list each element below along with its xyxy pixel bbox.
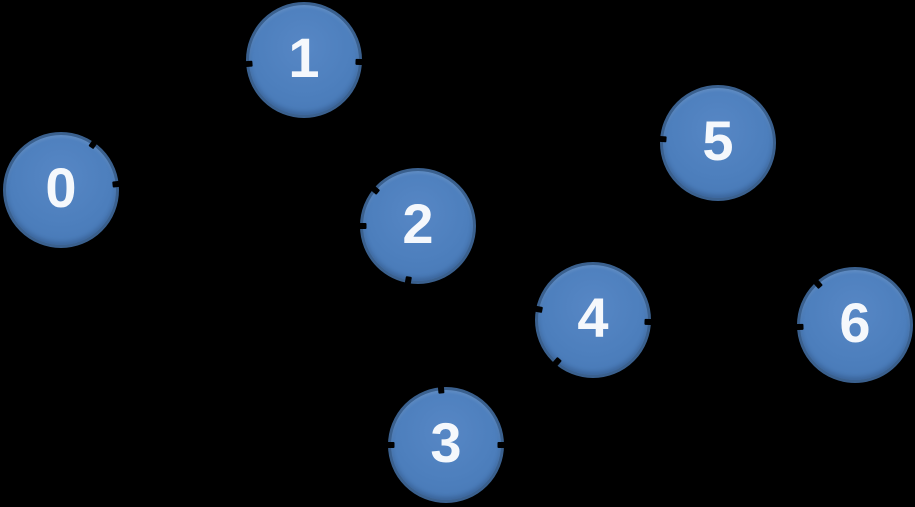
node-label: 4 bbox=[577, 286, 609, 349]
graph-node[interactable]: 2 bbox=[360, 168, 476, 284]
edge-stub-icon bbox=[531, 305, 544, 314]
node-label: 1 bbox=[288, 26, 320, 89]
edge-stub-icon bbox=[111, 180, 124, 188]
edge-stub-icon bbox=[404, 276, 413, 289]
node-label: 6 bbox=[839, 291, 871, 354]
edge-stub-icon bbox=[497, 442, 509, 448]
edge-stub-icon bbox=[644, 318, 656, 326]
edge-stub-icon bbox=[241, 60, 253, 68]
node-label: 5 bbox=[702, 109, 734, 172]
node-label: 2 bbox=[402, 192, 434, 255]
graph-node[interactable]: 5 bbox=[660, 85, 776, 201]
node-label: 0 bbox=[45, 156, 77, 219]
graph-node[interactable]: 0 bbox=[3, 132, 119, 248]
edge-stub-icon bbox=[655, 135, 667, 143]
edge-stub-icon bbox=[437, 382, 445, 394]
node-label: 3 bbox=[430, 411, 462, 474]
graph-node[interactable]: 1 bbox=[246, 2, 362, 118]
graph-node[interactable]: 3 bbox=[388, 387, 504, 503]
edge-stub-icon bbox=[355, 223, 367, 229]
edge-stub-icon bbox=[383, 442, 395, 448]
edge-stub-icon bbox=[792, 323, 804, 331]
edge-stub-icon bbox=[355, 58, 367, 66]
